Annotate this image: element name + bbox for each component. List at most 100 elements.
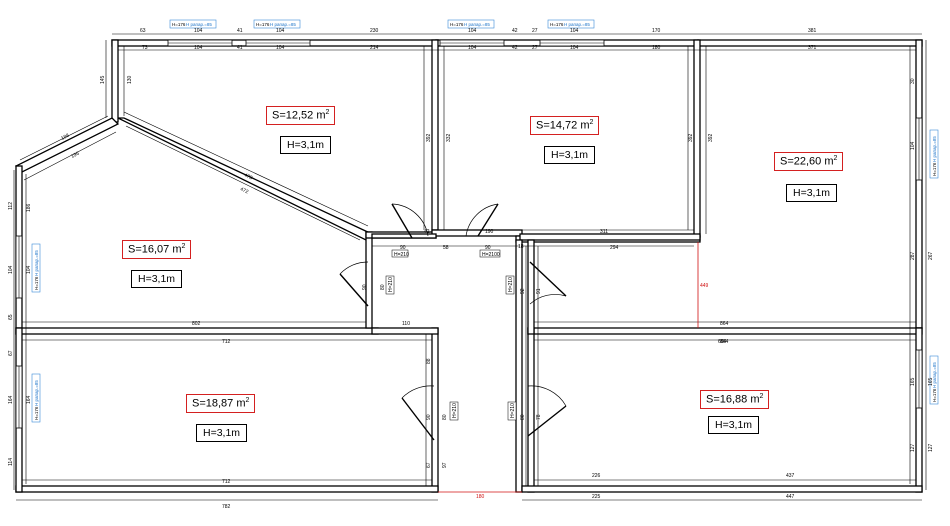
svg-text:226: 226 (592, 473, 601, 479)
room-height-label: H=3,1m (196, 424, 248, 442)
svg-text:186: 186 (26, 203, 32, 212)
svg-text:104: 104 (468, 45, 477, 51)
room-height-label: H=3,1m (786, 184, 838, 202)
svg-text:449: 449 (700, 283, 709, 289)
svg-text:214: 214 (370, 45, 379, 51)
windows (15, 39, 923, 429)
svg-text:104: 104 (276, 45, 285, 51)
svg-text:864: 864 (720, 339, 729, 345)
svg-text:782: 782 (222, 504, 231, 510)
svg-text:712: 712 (222, 479, 231, 485)
svg-text:97: 97 (442, 462, 448, 468)
svg-text:110: 110 (402, 321, 410, 327)
svg-text:114: 114 (8, 458, 14, 466)
svg-text:864: 864 (720, 321, 729, 327)
svg-text:80: 80 (380, 284, 386, 290)
svg-text:230: 230 (370, 28, 379, 34)
svg-text:91: 91 (536, 288, 542, 294)
svg-text:104: 104 (276, 28, 285, 34)
svg-text:712: 712 (222, 339, 231, 345)
svg-text:104: 104 (26, 265, 32, 274)
room-area-label: S=18,87 m2 (186, 394, 256, 413)
svg-text:473: 473 (243, 172, 253, 181)
room-height-label: H=3,1m (131, 270, 183, 288)
svg-text:104: 104 (8, 265, 14, 274)
svg-text:63: 63 (140, 28, 146, 34)
svg-text:H рапар.=85: H рапар.=85 (34, 380, 39, 406)
svg-text:27: 27 (532, 45, 538, 51)
svg-text:127: 127 (910, 443, 916, 452)
svg-text:104: 104 (570, 45, 579, 51)
svg-text:41: 41 (237, 45, 243, 51)
svg-text:41: 41 (237, 28, 243, 34)
svg-text:H рапар.=85: H рапар.=85 (932, 136, 937, 162)
svg-text:80: 80 (442, 414, 448, 420)
svg-text:104: 104 (194, 45, 203, 51)
room-height-label: H=3,1m (708, 416, 760, 434)
svg-text:164: 164 (26, 395, 32, 404)
svg-text:472: 472 (239, 186, 249, 195)
svg-text:H=176: H=176 (34, 276, 39, 290)
svg-text:80: 80 (520, 414, 526, 420)
svg-text:27: 27 (532, 28, 538, 34)
svg-text:802: 802 (192, 321, 201, 327)
svg-text:42: 42 (512, 45, 518, 51)
svg-text:H=210: H=210 (508, 277, 514, 292)
svg-text:332: 332 (446, 133, 452, 142)
svg-text:H рапар.=85: H рапар.=85 (564, 22, 590, 27)
svg-text:90: 90 (426, 414, 432, 420)
svg-text:392: 392 (688, 133, 694, 142)
svg-text:H=176: H=176 (256, 22, 270, 27)
svg-text:42: 42 (512, 28, 518, 34)
svg-text:104: 104 (570, 28, 579, 34)
svg-text:130: 130 (127, 75, 133, 84)
svg-text:90: 90 (362, 284, 368, 290)
svg-text:73: 73 (142, 45, 148, 51)
svg-text:311: 311 (600, 229, 608, 235)
svg-text:145: 145 (100, 75, 106, 84)
svg-text:225: 225 (592, 494, 601, 500)
svg-text:H=176: H=176 (34, 406, 39, 420)
svg-text:H рапар.=85: H рапар.=85 (34, 250, 39, 276)
room-height-label: H=3,1m (280, 136, 332, 154)
svg-text:92: 92 (520, 288, 526, 294)
svg-text:180: 180 (652, 45, 661, 51)
svg-text:104: 104 (910, 141, 916, 150)
walls (14, 39, 923, 493)
svg-text:165: 165 (928, 377, 934, 386)
svg-text:664: 664 (718, 339, 727, 345)
svg-text:180: 180 (476, 494, 485, 500)
svg-text:392: 392 (426, 133, 432, 142)
svg-text:165: 165 (910, 377, 916, 386)
svg-text:267: 267 (928, 251, 934, 260)
svg-text:H=176: H=176 (932, 162, 937, 176)
svg-text:67: 67 (8, 350, 14, 356)
svg-text:H=210: H=210 (510, 403, 516, 418)
svg-text:H рапар.=85: H рапар.=85 (464, 22, 490, 27)
svg-text:H=2100: H=2100 (482, 252, 500, 258)
svg-text:392: 392 (708, 133, 714, 142)
svg-text:H рапар.=85: H рапар.=85 (186, 22, 212, 27)
svg-text:42: 42 (424, 229, 430, 235)
svg-text:190: 190 (485, 229, 494, 235)
svg-text:78: 78 (536, 414, 542, 420)
svg-text:H=176: H=176 (550, 22, 564, 27)
room-area-label: S=22,60 m2 (774, 152, 844, 171)
door-labels: H=210 H=2100 H=210 H=210 H=210 H=210 (385, 249, 517, 421)
svg-text:88: 88 (426, 358, 432, 364)
svg-text:58: 58 (443, 245, 449, 251)
svg-text:H рапар.=85: H рапар.=85 (932, 362, 937, 388)
svg-text:127: 127 (928, 443, 934, 452)
dimension-texts: 63 104 41 104 230 104 42 27 104 170 381 … (8, 28, 934, 510)
svg-text:104: 104 (468, 28, 477, 34)
room-height-label: H=3,1m (544, 146, 596, 164)
svg-text:104: 104 (194, 28, 203, 34)
red-dimensions: 449 180 (438, 242, 709, 500)
svg-text:H рапар.=85: H рапар.=85 (270, 22, 296, 27)
svg-text:H=176: H=176 (932, 388, 937, 402)
svg-text:112: 112 (8, 202, 14, 210)
svg-text:H=210: H=210 (388, 277, 394, 292)
doors (339, 203, 567, 441)
svg-text:381: 381 (808, 28, 817, 34)
